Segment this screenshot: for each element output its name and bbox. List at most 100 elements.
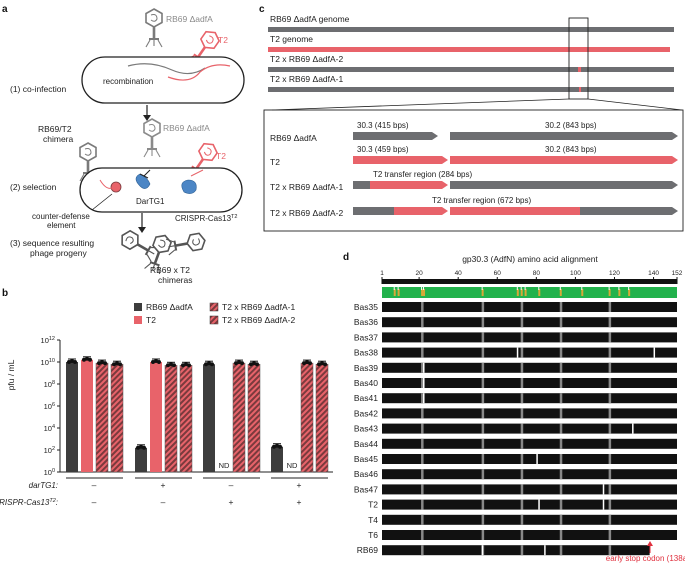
legend-t2: T2 [146,315,156,325]
alignment-row [382,423,677,434]
variable-column [520,454,524,464]
alignment-row-label: Bas40 [354,378,378,388]
chimera2-genome-track [268,67,674,72]
variable-site [481,289,484,296]
variable-column [421,317,424,328]
variable-column [421,530,424,540]
alignment-gap [516,347,519,358]
stop-codon-note: early stop codon (138aa) [606,554,685,563]
variable-site [628,289,631,296]
variable-column [520,514,524,525]
t2-gene-30-3-label: 30.3 (459 bps) [357,145,409,154]
variable-column [421,484,424,495]
variable-column [559,393,563,404]
alignment-row-label: Bas47 [354,484,378,494]
variable-column [520,438,524,449]
chimera1-segment-gray-a [353,181,370,189]
variable-column [421,408,424,419]
rb69-phage-icon-2 [143,118,161,158]
ruler-tick-label: 152 [672,270,683,277]
alignment-row [382,469,677,480]
variable-column [608,347,612,358]
ruler-tick-label: 80 [533,270,541,277]
variable-column [520,469,524,480]
bar [81,359,93,472]
variable-column [520,362,524,373]
variable-column [481,378,485,388]
alignment-row-label: Bas39 [354,363,378,373]
alignment-row-label: T6 [368,530,378,540]
legend-swatch-chimera-1 [209,302,219,312]
variable-column [608,408,612,419]
variable-column [421,347,424,358]
zoom-window [568,17,589,100]
alignment-gap [536,454,538,464]
rb69-gene-30-3 [353,132,438,140]
chimera1-genome-track [268,87,674,92]
consensus-bar [382,287,677,298]
alignment-row [382,454,677,464]
ruler-tick-label: 40 [455,270,463,277]
alignment-row [382,408,677,419]
variable-column [559,302,563,312]
dartg1-mark: + [161,480,166,490]
alignment-row [382,347,677,358]
ruler-tick-label: 140 [648,270,659,277]
variable-column [520,378,524,388]
variable-site-top [608,287,610,290]
chimera2-segment-gray-b [580,207,678,215]
variable-column [559,484,563,495]
alignment-row-label: Bas45 [354,454,378,464]
replicate-point [118,362,122,367]
dartg1-label: DarTG1 [136,197,165,206]
variable-column [481,302,485,312]
variable-column [421,362,424,373]
bar [66,362,78,472]
variable-column [481,393,485,404]
cas13-icon [181,179,197,194]
panel-letter-b: b [2,288,8,299]
variable-column [481,454,485,464]
rb69-phage-icon [145,8,163,48]
track2-label: T2 genome [270,34,313,44]
variable-site-top [538,287,540,290]
variable-column [608,514,612,525]
chimera1-transfer-mark [579,87,581,92]
alignment-row-label: Bas46 [354,469,378,479]
alignment-row [382,514,677,525]
dartg1-mark: + [297,480,302,490]
variable-site [516,289,519,296]
variable-site [559,289,562,296]
variable-site [581,289,584,296]
counter-defense-icon [110,181,122,193]
replicate-point [187,363,191,368]
transfer-region-2-label: T2 transfer region (672 bps) [432,196,531,205]
variable-column [520,530,524,540]
legend-swatch-rb69 [134,303,142,311]
chimera2-segment-red-b [450,207,580,215]
legend-swatch-t2 [134,316,142,324]
variable-column [421,514,424,525]
variable-column [608,499,612,510]
t2-gene-30-2-label: 30.2 (843 bps) [545,145,597,154]
variable-site [423,289,426,296]
nd-label: ND [287,461,298,470]
alignment-gap [602,484,605,495]
bar [203,364,215,472]
chimera-label-2: chimera [43,134,74,144]
alignment-gap [481,545,484,556]
alignment-row-label: Bas36 [354,317,378,327]
variable-column [608,484,612,495]
variable-column [481,438,485,449]
t2-gene-30-2 [450,156,678,164]
alignment-ruler [382,279,677,284]
variable-site-top [581,287,583,290]
variable-column [608,378,612,388]
rb69-gene-30-2-label: 30.2 (843 bps) [545,121,597,130]
nd-label: ND [219,461,230,470]
counter-defense-label-1: counter-defense [32,212,90,221]
variable-column [559,347,563,358]
chimera2-transfer-mark [578,67,581,72]
